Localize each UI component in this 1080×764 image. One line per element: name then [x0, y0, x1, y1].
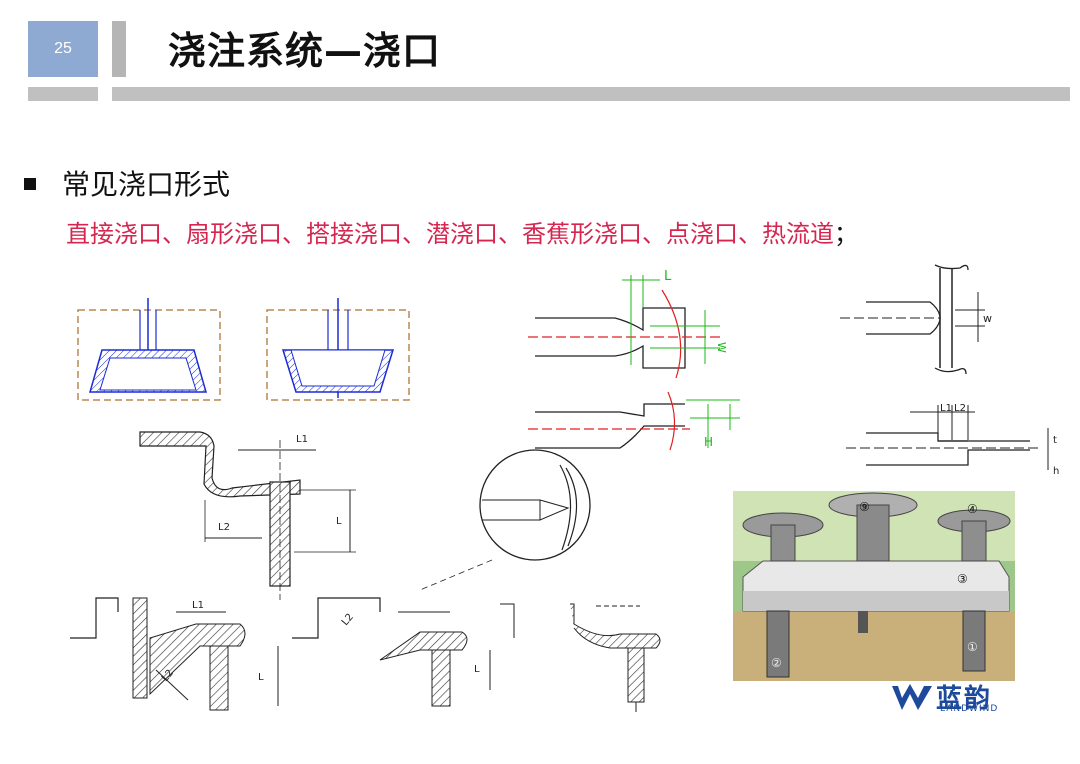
- side-gate-label-L: L: [664, 269, 672, 284]
- tunnel-detail-circle: [419, 449, 591, 591]
- variant1-label-L: L: [258, 672, 264, 683]
- tunnel-label-L1: L1: [296, 434, 308, 445]
- side-gate-top-view: L W: [528, 269, 728, 379]
- tunnel-gate-variant-3: [570, 603, 661, 712]
- header-underline-left: [28, 87, 98, 101]
- direct-gate-diagram-2: [266, 298, 410, 401]
- photo-callout-2: ②: [771, 656, 782, 670]
- gate-types-text: 直接浇口、扇形浇口、搭接浇口、潜浇口、香蕉形浇口、点浇口、热流道: [66, 220, 834, 248]
- header-underline-right: [112, 87, 1070, 101]
- tunnel-label-L2: L2: [218, 522, 230, 533]
- gate-types-list: 直接浇口、扇形浇口、搭接浇口、潜浇口、香蕉形浇口、点浇口、热流道；: [66, 214, 858, 249]
- pin-gate-label-w: w: [983, 312, 992, 325]
- bullet-square: [24, 178, 36, 190]
- overlap-label-t: t: [1053, 435, 1057, 446]
- photo-callout-3: ③: [957, 572, 968, 586]
- variant2-label-L: L: [474, 664, 480, 675]
- direct-gate-diagram-1: [77, 298, 221, 401]
- side-gate-label-W: W: [715, 342, 728, 353]
- tunnel-label-L: L: [336, 516, 342, 527]
- gate-types-terminator: ；: [834, 220, 858, 248]
- variant2-label-L2: L2: [340, 612, 356, 628]
- photo-callout-9: ⑨: [859, 500, 870, 514]
- overlap-gate-diagram: L1 L2 t h: [846, 403, 1059, 477]
- logo-name-en: LANDWIND: [940, 704, 999, 714]
- variant1-label-L1: L1: [192, 600, 204, 611]
- landwind-logo-mark-icon: [892, 684, 932, 710]
- tunnel-gate-variant-2: L2 L: [292, 597, 515, 707]
- overlap-label-h: h: [1053, 466, 1059, 477]
- side-gate-label-H: H: [704, 435, 713, 449]
- photo-callout-4: ④: [967, 502, 978, 516]
- bullet-heading: 常见浇口形式: [62, 168, 231, 201]
- side-gate-side-view: H: [528, 391, 740, 451]
- page-number: 25: [28, 21, 98, 77]
- pin-gate-diagram: w: [840, 264, 992, 375]
- overlap-label-L1: L1: [940, 403, 952, 414]
- header-divider-vertical: [112, 21, 126, 77]
- page-title: 浇注系统—浇口: [168, 29, 442, 73]
- landwind-logo: 蓝韵 LANDWIND: [890, 682, 1020, 714]
- overlap-label-L2: L2: [954, 403, 966, 414]
- photo-callout-1: ①: [967, 640, 978, 654]
- tunnel-gate-diagram: L1 L2 L: [139, 431, 356, 600]
- logo-name-cn: 蓝韵: [936, 684, 993, 714]
- hot-runner-photo: ⑨ ④ ③ ② ①: [733, 491, 1015, 681]
- tunnel-gate-variant-1: L1 L2 L: [70, 597, 279, 711]
